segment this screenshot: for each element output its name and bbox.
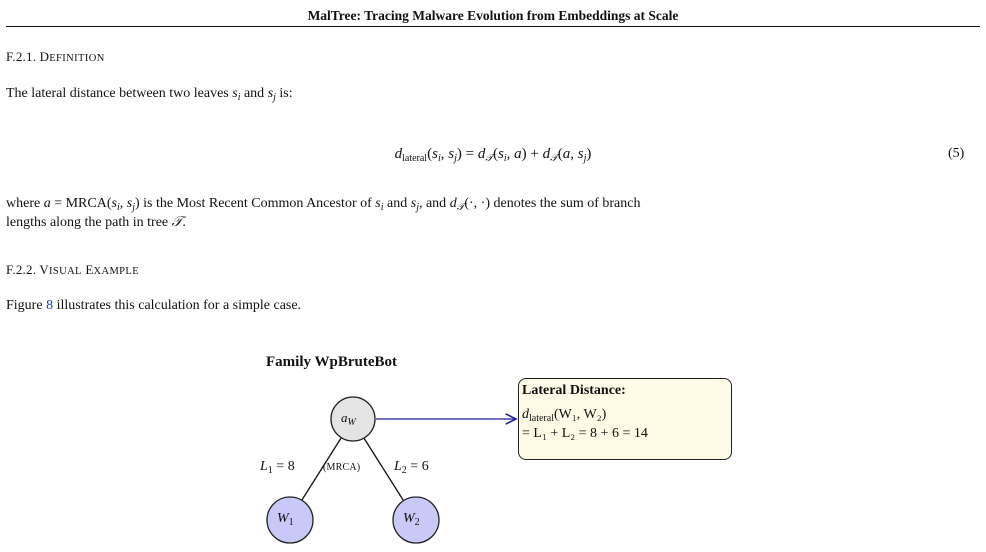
root-node-aw xyxy=(330,396,376,442)
figure-8-link[interactable]: 8 xyxy=(46,298,54,313)
edge-right-length: L2 = 6 xyxy=(394,459,429,476)
mrca-label: (MRCA) xyxy=(323,462,361,473)
section-heading-definition: F.2.1. DEFINITION xyxy=(6,49,105,64)
leaf-node-w2 xyxy=(392,496,440,544)
leaf-w1-label: W1 xyxy=(277,511,294,528)
equation-5: dlateral(si, sj) = d𝒯(si, a) + d𝒯(a, sj) xyxy=(394,146,592,164)
box-line-2: = L₁ + L₂ = 8 + 6 = 14 xyxy=(522,426,648,441)
edge-left xyxy=(299,434,344,504)
box-line-1: dlateral(W₁, W₂) xyxy=(522,407,607,424)
leaf-w2-label: W2 xyxy=(403,511,420,528)
box-title: Lateral Distance: xyxy=(522,383,626,398)
figure-title: Family WpBruteBot xyxy=(266,354,397,370)
edge-left-length: L1 = 8 xyxy=(260,459,295,476)
leaf-node-w1 xyxy=(266,496,314,544)
section-heading-visual-example: F.2.2. VISUAL EXAMPLE xyxy=(6,262,140,277)
lateral-distance-box: Lateral Distance: dlateral(W₁, W₂) = L₁ … xyxy=(518,378,732,460)
where-paragraph: where a = MRCA(si, sj) is the Most Recen… xyxy=(6,196,641,230)
figure-reference-paragraph: Figure 8 illustrates this calculation fo… xyxy=(6,298,302,313)
header-rule xyxy=(6,26,980,27)
running-header: MalTree: Tracing Malware Evolution from … xyxy=(307,8,679,23)
intro-paragraph: The lateral distance between two leaves … xyxy=(6,86,293,103)
edge-right xyxy=(361,434,406,504)
equation-number: (5) xyxy=(948,146,965,161)
root-node-label: aW xyxy=(341,410,356,428)
